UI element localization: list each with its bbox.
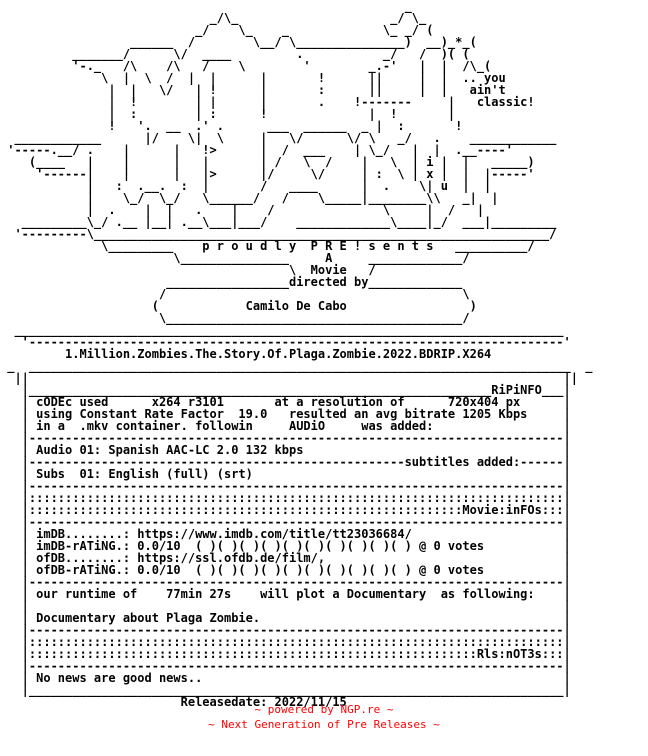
nfo-line: ! '. __ .' . ___ ______ _ | : ! <box>0 119 463 133</box>
powered-by-link[interactable]: ~ powered by NGP.re ~ <box>254 703 394 716</box>
nfo-line: \ Movie / <box>0 263 376 277</box>
nfo-line: |_______________________________________… <box>0 383 571 397</box>
nfo-ascii-art: _ _/\_ _/ \_ _/ \_ _ \_ _/ ( ______ / \_… <box>0 0 593 709</box>
nfo-line: | | <box>0 599 571 613</box>
nfo-line: \_________ p r o u d l y P R E ! s e n t… <box>0 239 535 253</box>
nfo-line: | Audio 01: Spanish AAC-LC 2.0 132 kbps … <box>0 443 571 457</box>
nfo-line: |---------------------------------------… <box>0 431 571 445</box>
footer-tagline: ~ Next Generation of Pre Releases ~ <box>0 718 648 732</box>
nfo-line: |:::::::::::::::::::::::::::::::::::::::… <box>0 647 571 661</box>
nfo-line: | imDB-rATiNG.: 0.0/10 ( )( )( )( )( )( … <box>0 539 571 553</box>
nfo-line: || || <box>0 371 578 385</box>
nfo-line: '-._ /\ /\ / \ ' _.-' | | /\_( <box>0 59 492 73</box>
nfo-line: _________\_/ .__ |__| .__\___|___/ _____… <box>0 215 557 229</box>
nfo-line: | ofDB-rATiNG.: 0.0/10 ( )( )( )( )( )( … <box>0 563 571 577</box>
nfo-line: ________________________________________… <box>0 323 564 337</box>
footer-powered-by[interactable]: ~ powered by NGP.re ~ <box>0 703 648 717</box>
nfo-line: | cODEc used x264 r3101 at a resolution … <box>0 395 571 409</box>
nfo-line: Releasedate: 2022/11/15 <box>0 695 347 709</box>
nfo-line: '---------\_____________________________… <box>0 227 557 241</box>
nfo-line: \_______________ A _____________/ <box>0 251 470 265</box>
nfo-line: | imDB........: https://www.imdb.com/tit… <box>0 527 571 541</box>
nfo-line: | Documentary about Plaga Zombie. | <box>0 611 571 625</box>
nfo-line: |_______________________________________… <box>0 683 571 697</box>
nfo-line: |---------------------------------------… <box>0 575 571 589</box>
nfo-line: ( Camilo De Cabo ) <box>0 299 477 313</box>
nfo-line: 1.Million.Zombies.The.Story.Of.Plaga.Zom… <box>0 347 492 361</box>
nfo-line: ____________ |/ \| \ | \/ \/ \ _/ . ____… <box>0 131 557 145</box>
nfo-line: _/\_ _/ \_ <box>0 11 427 25</box>
nfo-line: | . | | . | / \ | / | <box>0 203 485 217</box>
nfo-line: |---------------------------------------… <box>0 515 571 529</box>
nfo-line: | : | : ! | ! | <box>0 107 456 121</box>
nfo-line: |---------------------------------------… <box>0 659 571 673</box>
nfo-line: ______ / \__/ \_______________) __)_*_( <box>0 35 477 49</box>
nfo-line: | in a .mkv container. followin AUDiO wa… <box>0 419 571 433</box>
nfo-line: _ ______________________________________… <box>0 359 593 373</box>
nfo-line: \ | \ / | | | ! || | | .. you <box>0 71 506 85</box>
tagline-text: ~ Next Generation of Pre Releases ~ <box>208 718 440 731</box>
nfo-line: |---------------------------------------… <box>0 479 571 493</box>
nfo-line: _/ \_ _ \_ _/ ( <box>0 23 434 37</box>
nfo-line: '-----.__/ . | | !> | / ___ | \_/ | | ._… <box>0 143 513 157</box>
nfo-line: | using Constant Rate Factor 19.0 result… <box>0 407 571 421</box>
nfo-line: |:::::::::::::::::::::::::::::::::::::::… <box>0 635 571 649</box>
nfo-line: | our runtime of 77min 27s will plot a D… <box>0 587 571 601</box>
nfo-line: / \ <box>0 287 470 301</box>
nfo-line: |---------------------------------------… <box>0 623 571 637</box>
nfo-line: |:::::::::::::::::::::::::::::::::::::::… <box>0 503 571 517</box>
nfo-line: _________________directed by____________… <box>0 275 463 289</box>
nfo-line: | ofDB........: https://ssl.ofdb.de/film… <box>0 551 571 565</box>
nfo-line: _ <box>0 0 412 13</box>
nfo-line: | \_/ \_/ \______/ / \_____|________\\ _… <box>0 191 499 205</box>
nfo-line: | ! | | | . !------- | classic! <box>0 95 535 109</box>
nfo-line: \_______________________________________… <box>0 311 470 325</box>
nfo-line: '---------------------------------------… <box>0 335 571 349</box>
nfo-line: (____ | | | | | / \ / | \ | i | | _____) <box>0 155 535 169</box>
nfo-line: _______/ \/ ____ . _/ / )( ( <box>0 47 470 61</box>
nfo-line: |---------------------------------------… <box>0 455 571 469</box>
nfo-line: | Subs 01: English (full) (srt) | <box>0 467 571 481</box>
nfo-line: | No news are good news.. | <box>0 671 571 685</box>
nfo-line: |:::::::::::::::::::::::::::::::::::::::… <box>0 491 571 505</box>
nfo-line: | | \/ | ! | : || | | ain't <box>0 83 506 97</box>
nfo-line: | : .__. : | / ____ | . \| u | | <box>0 179 492 193</box>
nfo-line: '------| | | |> |/ \/ | : \ | x | | |---… <box>0 167 535 181</box>
